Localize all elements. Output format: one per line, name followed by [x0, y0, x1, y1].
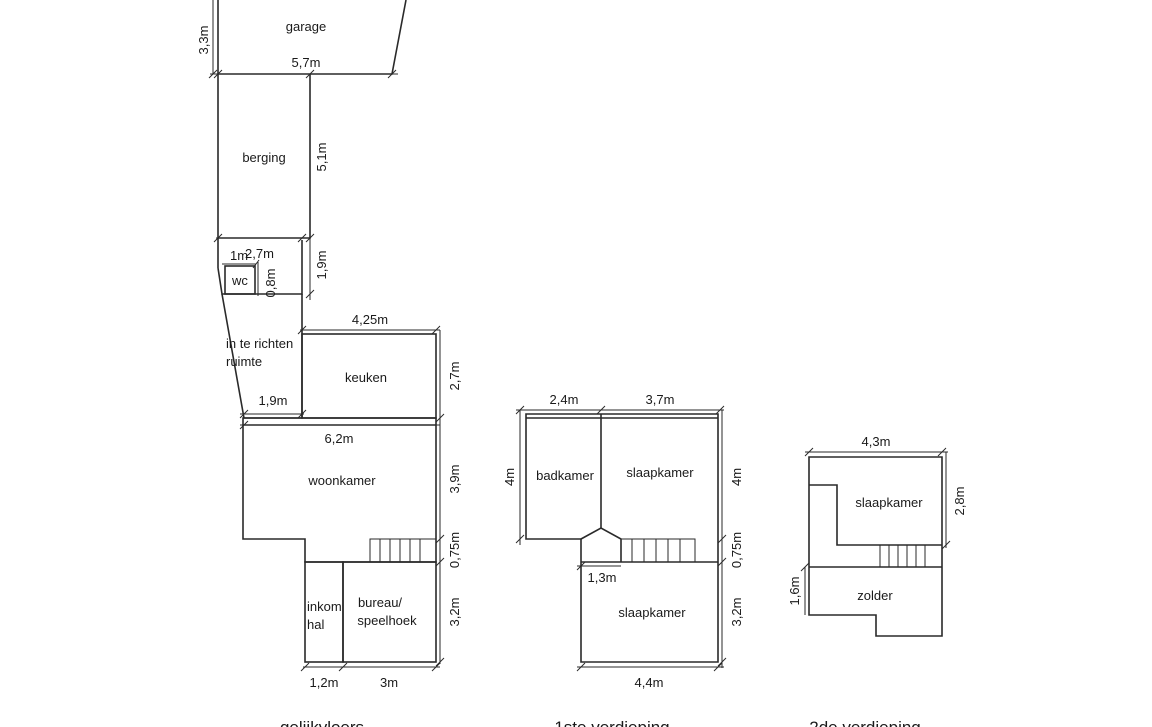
- dim-second-width: 4,3m: [862, 434, 891, 449]
- dim-wc-0-8m: 0,8m: [263, 269, 278, 298]
- dim-hall-width: 1,3m: [588, 570, 617, 585]
- second-floor-outer-walls: [808, 456, 943, 637]
- room-label-inkom-line1: inkom: [307, 599, 342, 614]
- first-floor-stairs: [620, 538, 696, 563]
- first-floor-plan: badkamer slaapkamer slaapkamer 2,4m 3,7m…: [502, 392, 744, 727]
- dim-garage-height: 3,3m: [196, 26, 211, 55]
- dim-second-slaapkamer-height: 2,8m: [952, 487, 967, 516]
- room-label-badkamer: badkamer: [536, 468, 594, 483]
- dim-bureau-height: 3,2m: [447, 598, 462, 627]
- dim-wc-2-7m: 2,7m: [245, 246, 274, 261]
- dim-woonkamer-height: 3,9m: [447, 465, 462, 494]
- dim-keuken-width: 4,25m: [352, 312, 388, 327]
- dim-slaapkamer-lower-height: 3,2m: [729, 598, 744, 627]
- first-floor-dimension-lines: [515, 405, 727, 672]
- dim-garage-width: 5,7m: [292, 55, 321, 70]
- dim-zolder-height: 1,6m: [787, 577, 802, 606]
- second-floor-plan: slaapkamer zolder 4,3m 2,8m 1,6m 2de ver…: [787, 434, 967, 727]
- room-label-garage: garage: [286, 19, 326, 34]
- first-floor-hall-walls: [580, 527, 718, 563]
- second-floor-dimension-lines: [800, 447, 951, 615]
- caption-ground-floor: gelijkvloers: [280, 718, 364, 727]
- dim-wc-1m: 1m: [230, 248, 248, 263]
- room-label-berging: berging: [242, 150, 285, 165]
- room-label-ruimte-line1: in te richten: [226, 336, 293, 351]
- room-label-bureau-line1: bureau/: [358, 595, 402, 610]
- room-label-wc: wc: [231, 273, 248, 288]
- dim-badkamer-height: 4m: [502, 468, 517, 486]
- room-label-woonkamer: woonkamer: [307, 473, 376, 488]
- room-label-slaapkamer-upper: slaapkamer: [626, 465, 694, 480]
- dim-slaapkamer-width: 3,7m: [646, 392, 675, 407]
- caption-first-floor: 1ste verdieping: [554, 718, 669, 727]
- dim-slaapkamer-lower-width: 4,4m: [635, 675, 664, 690]
- dim-bureau-width: 3m: [380, 675, 398, 690]
- room-label-zolder: zolder: [857, 588, 893, 603]
- room-label-slaapkamer-lower: slaapkamer: [618, 605, 686, 620]
- wc-walls: [224, 265, 256, 295]
- dim-woonkamer-width: 6,2m: [325, 431, 354, 446]
- dim-berging-height: 5,1m: [314, 143, 329, 172]
- dim-inkom-width: 1,2m: [310, 675, 339, 690]
- room-label-keuken: keuken: [345, 370, 387, 385]
- dim-ground-stair-height: 0,75m: [447, 532, 462, 568]
- ground-dimension-lines: [208, 0, 445, 672]
- dim-slaapkamer-height: 4m: [729, 468, 744, 486]
- wc-block-walls: [217, 238, 303, 295]
- bureau-walls: [342, 561, 437, 663]
- dim-ruimte-width: 1,9m: [259, 393, 288, 408]
- room-label-bureau-line2: speelhoek: [357, 613, 417, 628]
- dim-first-stair-height: 0,75m: [729, 532, 744, 568]
- ground-stairs: [369, 538, 437, 563]
- room-label-ruimte-line2: ruimte: [226, 354, 262, 369]
- second-floor-stairs: [879, 544, 926, 568]
- first-floor-outer-walls: [525, 413, 719, 663]
- dim-badkamer-width: 2,4m: [550, 392, 579, 407]
- caption-second-floor: 2de verdieping: [809, 718, 921, 727]
- room-label-slaapkamer-attic: slaapkamer: [855, 495, 923, 510]
- ground-floor-plan: garage berging wc in te richten ruimte k…: [196, 0, 462, 727]
- dim-keuken-height: 2,7m: [447, 362, 462, 391]
- dim-wc-1-9m: 1,9m: [314, 251, 329, 280]
- room-label-inkom-line2: hal: [307, 617, 324, 632]
